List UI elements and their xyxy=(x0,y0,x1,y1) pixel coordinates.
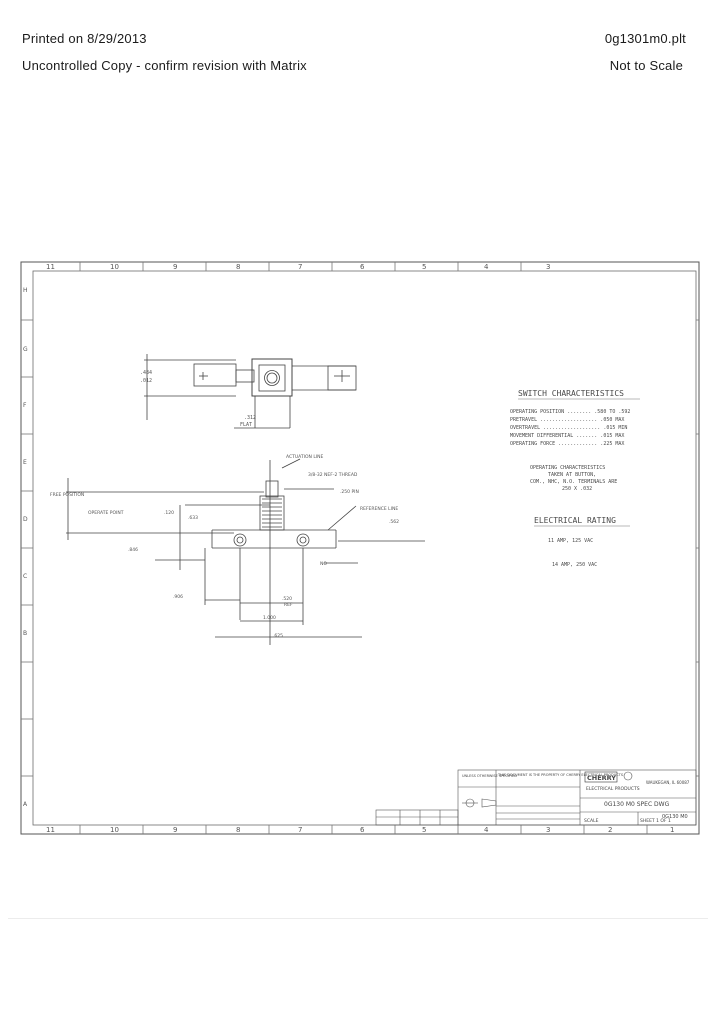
spec-pretravel: PRETRAVEL ................... .050 MAX xyxy=(510,417,624,423)
printed-date: Printed on 8/29/2013 xyxy=(22,31,147,46)
zone-top-9: 9 xyxy=(173,263,177,271)
switch-characteristics-title: SWITCH CHARACTERISTICS xyxy=(518,389,624,398)
no-terminal-label: NO xyxy=(320,561,327,567)
electrical-rating: ELECTRICAL RATING 11 AMP, 125 VAC 14 AMP… xyxy=(534,516,630,568)
zone-left-g: G xyxy=(23,346,28,353)
zone-bottom-2: 2 xyxy=(608,826,612,834)
zone-labels-bottom: 11 10 9 8 7 6 5 4 3 2 1 xyxy=(46,826,674,834)
zone-top-11: 11 xyxy=(46,263,55,271)
dim-top-flat-value: .312 xyxy=(244,415,256,421)
zone-bottom-5: 5 xyxy=(422,826,426,834)
dim-top-a: .484 xyxy=(140,370,152,376)
dim-side-j: .625 xyxy=(273,633,283,639)
top-view-labels: .484 .012 .312 FLAT xyxy=(140,370,256,428)
scale-label: SCALE xyxy=(584,818,599,824)
zone-bottom-4: 4 xyxy=(484,826,489,834)
title-block xyxy=(375,769,697,826)
dim-side-g: .906 xyxy=(173,594,183,600)
projection-symbol xyxy=(462,798,497,808)
dim-side-f: .846 xyxy=(128,547,138,553)
spec-note-4: 250 X .032 xyxy=(562,486,592,492)
drawing-title: 0G130 M0 SPEC DWG xyxy=(604,801,670,808)
reference-line-label: REFERENCE LINE xyxy=(360,506,398,512)
property-note: THIS DOCUMENT IS THE PROPERTY OF CHERRY … xyxy=(497,773,624,777)
spec-note-2: TAKEN AT BUTTON, xyxy=(548,472,596,478)
flat-label: FLAT xyxy=(240,422,252,428)
spec-note-1: OPERATING CHARACTERISTICS xyxy=(530,465,605,471)
spec-overtravel: OVERTRAVEL ................... .015 MIN xyxy=(510,425,627,431)
spec-operating-position: OPERATING POSITION ........ .580 TO .592 xyxy=(510,409,630,415)
switch-side-view xyxy=(66,458,425,645)
dim-side-k: .562 xyxy=(389,519,399,525)
spec-operating-force: OPERATING FORCE ............. .225 MAX xyxy=(510,441,624,447)
zone-bottom-11: 11 xyxy=(46,826,55,834)
copy-notice: Uncontrolled Copy - confirm revision wit… xyxy=(22,58,307,73)
zone-bottom-9: 9 xyxy=(173,826,177,834)
rating-line-1: 11 AMP, 125 VAC xyxy=(548,538,593,544)
zone-bottom-1: 1 xyxy=(670,826,674,834)
actuation-line-label: ACTUATION LINE xyxy=(286,454,324,460)
zone-labels-top: 11 10 9 8 7 6 5 4 3 xyxy=(46,263,550,271)
zone-bottom-7: 7 xyxy=(298,826,302,834)
sheet-label: SHEET 1 OF 1 xyxy=(640,818,671,824)
switch-characteristics: SWITCH CHARACTERISTICS OPERATING POSITIO… xyxy=(510,389,640,492)
zone-left-e: E xyxy=(23,459,27,466)
zone-top-6: 6 xyxy=(360,263,365,271)
company-logo: CHERRY xyxy=(587,774,616,782)
tolerance-note: UNLESS OTHERWISE SPECIFIED xyxy=(462,774,517,778)
spec-note-3: COM., NHC, N.O. TERMINALS ARE xyxy=(530,479,617,485)
company-subtitle: ELECTRICAL PRODUCTS xyxy=(586,786,640,792)
free-position-label: FREE POSITION xyxy=(50,492,84,498)
zone-top-3: 3 xyxy=(546,263,550,271)
zone-bottom-3: 3 xyxy=(546,826,550,834)
drawing-number: 0G130 M0 xyxy=(662,814,688,820)
zone-left-b: B xyxy=(23,630,27,637)
zone-left-d: D xyxy=(23,516,28,523)
switch-top-view xyxy=(144,354,357,429)
company-address: WAUKEGAN, IL 60087 xyxy=(646,780,690,785)
zone-bottom-6: 6 xyxy=(360,826,365,834)
title-block-text: CHERRY ELECTRICAL PRODUCTS WAUKEGAN, IL … xyxy=(462,773,690,824)
zone-bottom-10: 10 xyxy=(110,826,119,834)
zone-ticks xyxy=(21,262,699,834)
dim-side-e: .633 xyxy=(188,515,198,521)
zone-top-8: 8 xyxy=(236,263,240,271)
pin-label: .250 PIN xyxy=(340,489,359,495)
zone-top-5: 5 xyxy=(422,263,426,271)
electrical-rating-title: ELECTRICAL RATING xyxy=(534,516,616,525)
thread-label: 3/8-32 NEF-2 THREAD xyxy=(308,472,358,478)
dim-top-b: .012 xyxy=(140,378,152,384)
zone-left-a: A xyxy=(23,801,28,808)
operate-point-label: OPERATE POINT xyxy=(88,510,124,516)
zone-bottom-8: 8 xyxy=(236,826,240,834)
side-view-labels: ACTUATION LINE 3/8-32 NEF-2 THREAD FREE … xyxy=(50,454,399,639)
zone-top-4: 4 xyxy=(484,263,489,271)
zone-top-10: 10 xyxy=(110,263,119,271)
plot-filename: 0g1301m0.plt xyxy=(604,31,686,46)
zone-left-c: C xyxy=(23,573,27,580)
zone-labels-left: H G F E D C B A xyxy=(23,287,28,808)
spec-movement-differential: MOVEMENT DIFFERENTIAL ....... .015 MAX xyxy=(510,433,624,439)
dim-side-ref: REF xyxy=(284,602,293,608)
page-bottom-rule xyxy=(8,918,708,919)
scale-note: Not to Scale xyxy=(609,58,683,73)
rating-line-2: 14 AMP, 250 VAC xyxy=(552,562,597,568)
dim-side-d: .120 xyxy=(164,510,174,516)
zone-top-7: 7 xyxy=(298,263,302,271)
sheet-outer-border xyxy=(20,261,700,835)
dim-side-i: 1.000 xyxy=(263,615,276,621)
dim-side-h: .520 xyxy=(282,596,292,602)
zone-left-h: H xyxy=(23,287,28,294)
zone-left-f: F xyxy=(23,402,27,409)
